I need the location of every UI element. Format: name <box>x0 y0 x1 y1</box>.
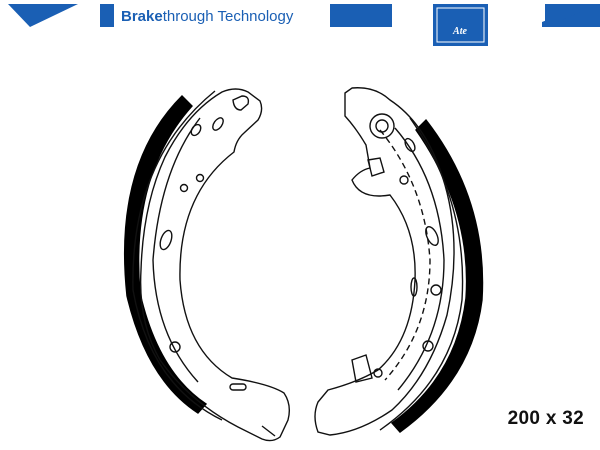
right-shoe-web <box>314 87 455 436</box>
ate-logo-inner <box>436 7 485 43</box>
banner-right-triangle <box>545 4 600 27</box>
left-shoe-inner-edge <box>152 117 201 383</box>
right-adjuster-slot <box>410 277 418 297</box>
header-banner: Brakethrough Technology Ate <box>8 3 600 46</box>
right-small-hole-1 <box>399 175 409 185</box>
left-oval-hole-2 <box>212 117 224 131</box>
right-oval-hole-1 <box>404 137 416 153</box>
ate-logo <box>433 4 488 46</box>
right-notch <box>367 157 385 177</box>
banner-left-tab <box>8 4 78 27</box>
brand-tagline: Brakethrough Technology <box>121 8 294 25</box>
left-top-slot <box>232 95 250 111</box>
left-shoe-web <box>139 88 291 442</box>
left-small-hole-2 <box>195 173 205 183</box>
left-brake-shoe <box>124 88 291 442</box>
left-lining <box>124 95 208 414</box>
right-lining-rim <box>379 117 464 431</box>
tagline-rest: through Technology <box>163 8 294 25</box>
dimensions-label: 200 x 32 <box>507 408 584 429</box>
right-bottom-hole <box>373 368 383 378</box>
left-bottom-slot <box>229 383 247 391</box>
right-inner-dashed-edge <box>379 129 431 381</box>
left-lower-hole <box>169 341 181 353</box>
ate-logo-text: Ate <box>452 26 467 37</box>
left-bottom-tab <box>261 425 276 437</box>
right-pivot-inner <box>375 119 389 133</box>
right-mid-slot <box>425 225 439 247</box>
right-inner-edge <box>394 127 445 391</box>
left-oval-hole-1 <box>190 123 202 137</box>
left-small-hole-1 <box>179 183 189 193</box>
left-lining-rim <box>132 90 223 421</box>
right-lining <box>390 118 484 433</box>
banner-text-box <box>114 3 330 27</box>
right-lower-hole <box>422 340 434 352</box>
left-mid-slot <box>159 229 173 251</box>
right-small-hole-2 <box>430 284 442 296</box>
right-pivot-outer <box>369 113 395 139</box>
right-brake-shoe <box>314 87 484 436</box>
tagline-bold: Brake <box>121 8 163 25</box>
right-bottom-bracket <box>351 354 373 383</box>
